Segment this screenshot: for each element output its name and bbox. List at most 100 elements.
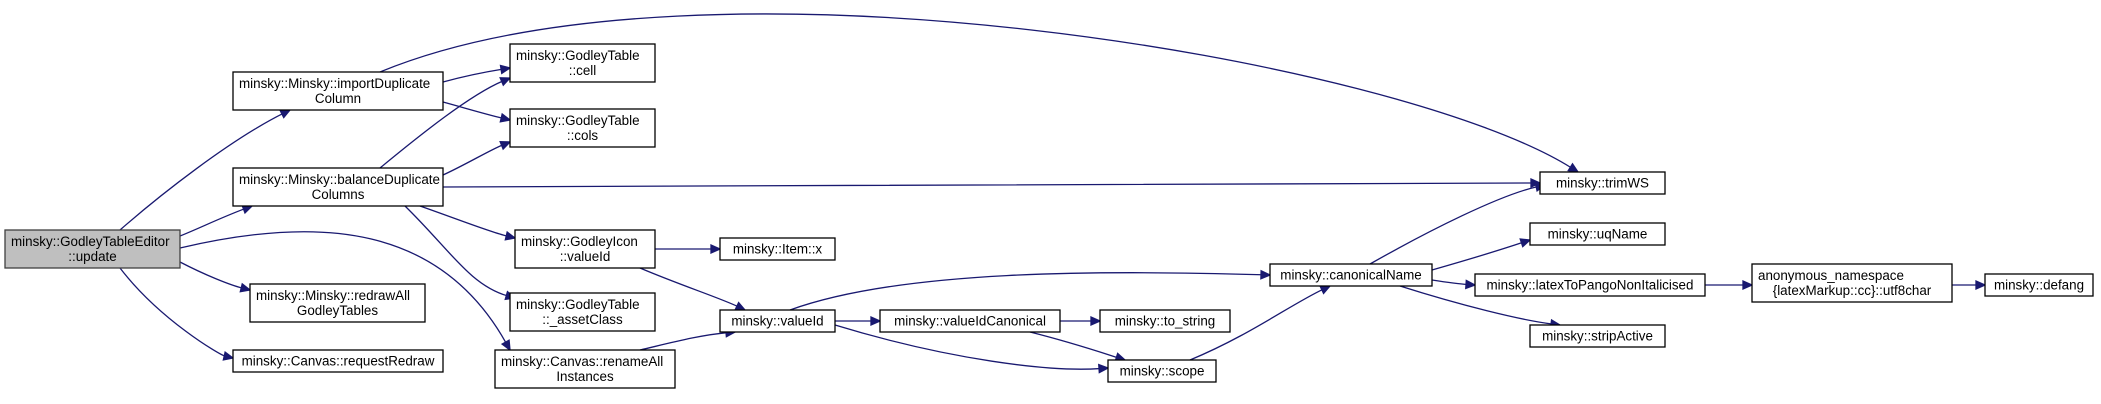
edge-update-to-requestRedraw (119, 267, 235, 361)
arrowhead-icon (1260, 269, 1272, 280)
edge-line (1369, 186, 1538, 265)
node-box (719, 237, 836, 261)
edge-update-to-renameAll (179, 231, 511, 352)
node-scope[interactable]: minsky::scope (1107, 359, 1217, 383)
node-label-line: minsky::stripActive (1542, 329, 1653, 344)
arrowhead-icon (222, 350, 235, 361)
node-box (509, 292, 656, 332)
node-box (1539, 171, 1666, 195)
arrowhead-icon (499, 140, 512, 151)
node-toString[interactable]: minsky::to_string (1099, 309, 1231, 333)
edge-latexToPango-to-utf8char (1705, 279, 1754, 291)
arrowhead-icon (499, 64, 512, 75)
node-update[interactable]: minsky::GodleyTableEditor::update (4, 229, 181, 269)
edge-line (442, 144, 503, 176)
node-label-line: ::cell (569, 63, 597, 78)
edge-line (1189, 288, 1324, 361)
node-label-line: Instances (556, 369, 614, 384)
node-canonicalName[interactable]: minsky::canonicalName (1269, 263, 1433, 287)
node-valueIdCanonical[interactable]: minsky::valueIdCanonical (879, 309, 1061, 333)
node-valueId[interactable]: minsky::valueId (719, 309, 836, 333)
node-stripActive[interactable]: minsky::stripActive (1529, 324, 1666, 348)
node-box (4, 229, 181, 269)
edge-line (442, 182, 1533, 188)
node-label-line: ::cols (567, 128, 599, 143)
node-label-line: anonymous_namespace (1758, 268, 1904, 283)
node-trimWS[interactable]: minsky::trimWS (1539, 171, 1666, 195)
node-box (232, 71, 444, 111)
node-label-line: minsky::uqName (1548, 227, 1648, 242)
edge-valueId-to-scope (834, 324, 1110, 374)
arrowhead-icon (499, 112, 512, 123)
node-latexToPango[interactable]: minsky::latexToPangoNonItalicised (1474, 273, 1706, 297)
edge-line (1431, 241, 1523, 271)
node-box (509, 43, 656, 83)
node-label-line: minsky::Canvas::requestRedraw (242, 354, 435, 369)
node-box (1269, 263, 1433, 287)
arrowhead-icon (1567, 162, 1580, 173)
edge-line (419, 205, 508, 237)
edge-valueId-to-valueIdCanonical (835, 315, 882, 327)
edge-line (379, 13, 1572, 169)
node-box (514, 229, 656, 269)
edge-line (179, 261, 243, 289)
node-box (1474, 273, 1706, 297)
node-iconValueId[interactable]: minsky::GodleyIcon::valueId (514, 229, 656, 269)
edge-balanceDup-to-cols (442, 140, 512, 176)
node-label-line: minsky::scope (1120, 364, 1205, 379)
edge-importDup-to-cell (442, 64, 512, 83)
edge-line (404, 205, 508, 297)
edge-balanceDup-to-trimWS (442, 177, 1542, 189)
node-box (1099, 309, 1231, 333)
arrowhead-icon (499, 77, 512, 87)
edge-line (789, 271, 1263, 311)
node-layer: minsky::GodleyTableEditor::updateminsky:… (4, 43, 2094, 389)
node-label-line: {latexMarkup::cc}::utf8char (1773, 283, 1932, 298)
edge-line (834, 324, 1101, 370)
node-box (1529, 324, 1666, 348)
node-defang[interactable]: minsky::defang (1984, 273, 2094, 297)
node-label-line: ::valueId (560, 249, 611, 264)
node-box (232, 167, 444, 207)
node-label-line: minsky::GodleyTable (516, 297, 640, 312)
edge-line (1029, 331, 1118, 359)
edge-utf8char-to-defang (1952, 279, 1987, 291)
node-label-line: Column (315, 91, 361, 106)
node-label-line: minsky::valueId (731, 314, 823, 329)
node-utf8char[interactable]: anonymous_namespace{latexMarkup::cc}::ut… (1751, 263, 1953, 303)
node-box (1984, 273, 2094, 297)
node-label-line: minsky::valueIdCanonical (894, 314, 1046, 329)
edge-line (639, 267, 739, 308)
edge-balanceDup-to-iconValueId (419, 205, 517, 241)
arrowhead-icon (870, 315, 882, 327)
node-box (249, 283, 426, 323)
edge-line (379, 80, 503, 169)
node-label-line: minsky::Minsky::importDuplicate (239, 76, 430, 91)
edge-importDup-to-cols (442, 101, 512, 123)
node-label-line: minsky::Minsky::redrawAll (256, 288, 410, 303)
edge-line (1431, 279, 1468, 286)
arrowhead-icon (1519, 238, 1532, 248)
edge-canonicalName-to-latexToPango (1431, 279, 1477, 290)
node-label-line: minsky::defang (1994, 278, 2084, 293)
node-itemX[interactable]: minsky::Item::x (719, 237, 836, 261)
node-box (1529, 222, 1666, 246)
node-cell[interactable]: minsky::GodleyTable::cell (509, 43, 656, 83)
arrowhead-icon (279, 109, 292, 119)
arrowhead-icon (1465, 279, 1477, 290)
edge-line (119, 267, 226, 357)
node-cols[interactable]: minsky::GodleyTable::cols (509, 108, 656, 148)
node-label-line: minsky::GodleyTableEditor (11, 234, 170, 249)
node-label-line: minsky::Minsky::balanceDuplicate (239, 172, 440, 187)
node-requestRedraw[interactable]: minsky::Canvas::requestRedraw (232, 349, 444, 373)
edge-canonicalName-to-uqName (1431, 238, 1532, 271)
arrowhead-icon (1975, 279, 1987, 291)
node-uqName[interactable]: minsky::uqName (1529, 222, 1666, 246)
edge-layer (119, 13, 1987, 374)
node-assetClass[interactable]: minsky::GodleyTable::_assetClass (509, 292, 656, 332)
